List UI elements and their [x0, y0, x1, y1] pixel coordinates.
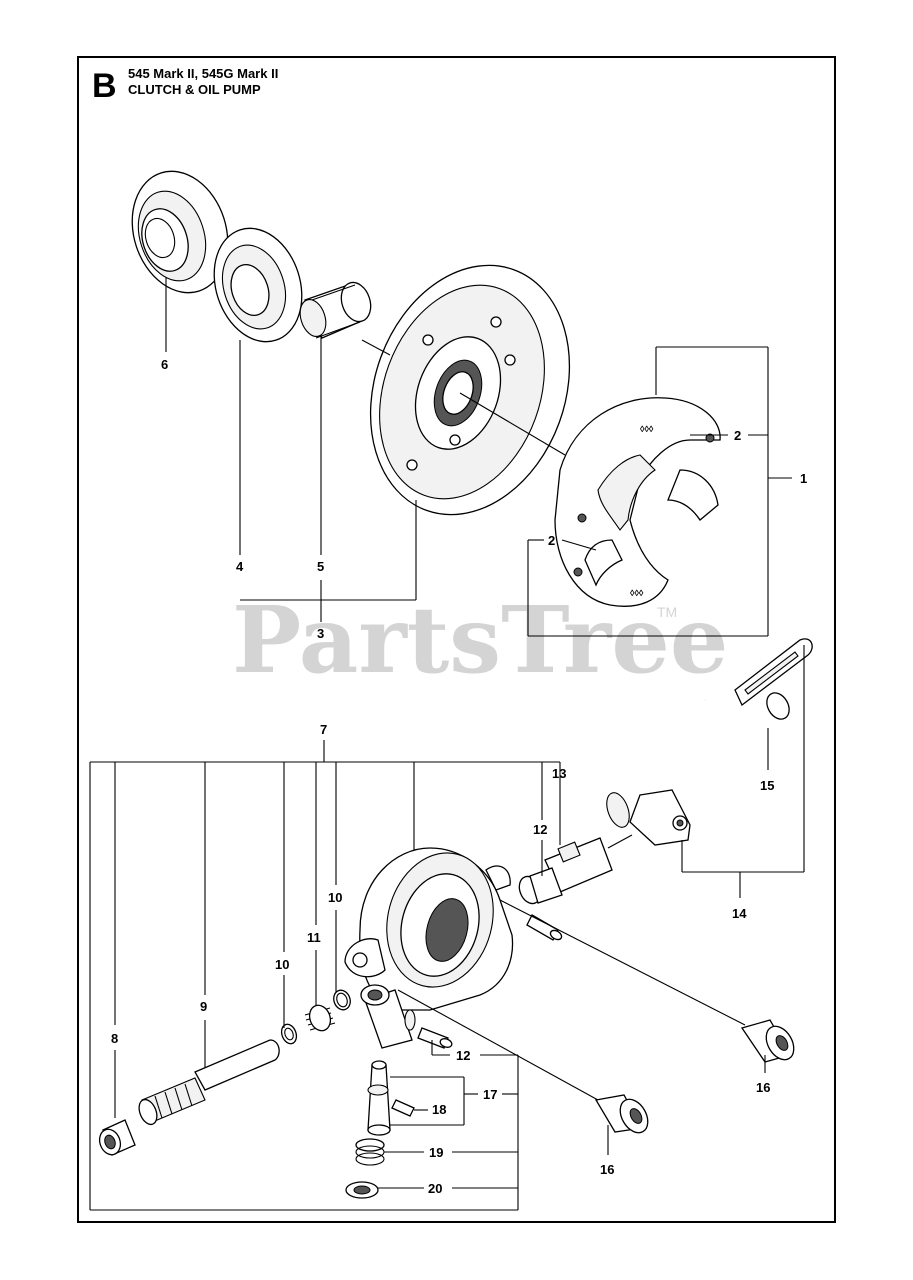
part-10-oring-right[interactable]: [331, 988, 353, 1012]
part-8-plug[interactable]: [96, 1119, 136, 1158]
part-16-screw-right[interactable]: [740, 1019, 799, 1065]
callout-6[interactable]: 6: [161, 357, 168, 372]
part-3-clutch-drum[interactable]: [337, 237, 603, 543]
callout-14[interactable]: 14: [732, 906, 747, 921]
callout-19[interactable]: 19: [429, 1145, 443, 1160]
part-5-needle-bearing[interactable]: [296, 279, 376, 340]
part-6-rim[interactable]: [117, 159, 243, 305]
part-7-oil-pump-housing[interactable]: [344, 841, 514, 1049]
model-line: 545 Mark II, 545G Mark II: [128, 66, 278, 81]
callout-12-upper[interactable]: 12: [533, 822, 547, 837]
lower-leader-lines: [89, 645, 805, 1211]
part-1-clutch-assembly[interactable]: ◊◊◊ ◊◊◊: [554, 397, 721, 607]
svg-text:◊◊◊: ◊◊◊: [630, 588, 644, 598]
callout-2-lower[interactable]: 2: [548, 533, 555, 548]
part-17-valve[interactable]: [367, 1060, 391, 1136]
callout-10-right[interactable]: 10: [328, 890, 342, 905]
callout-13[interactable]: 13: [552, 766, 566, 781]
callout-5[interactable]: 5: [317, 559, 324, 574]
callout-17[interactable]: 17: [483, 1087, 497, 1102]
callout-4[interactable]: 4: [236, 559, 244, 574]
part-20-seal[interactable]: [345, 1181, 379, 1199]
part-16-screw-lower[interactable]: [594, 1094, 653, 1137]
watermark-text: PartsTree: [232, 586, 728, 694]
section-letter: B: [92, 67, 117, 105]
part-18-pin[interactable]: [391, 1099, 415, 1117]
callout-1[interactable]: 1: [800, 471, 807, 486]
callout-9[interactable]: 9: [200, 999, 207, 1014]
part-19-spring[interactable]: [355, 1138, 385, 1166]
diagram-border: [77, 56, 836, 1223]
callout-16-right[interactable]: 16: [756, 1080, 770, 1095]
svg-text:◊◊◊: ◊◊◊: [640, 424, 654, 434]
part-9-pump-plunger[interactable]: [136, 1039, 280, 1127]
part-11-spring[interactable]: [304, 1002, 336, 1033]
callout-15[interactable]: 15: [760, 778, 774, 793]
callout-3[interactable]: 3: [317, 626, 324, 641]
callout-11[interactable]: 11: [307, 930, 321, 945]
part-12-pin-upper[interactable]: [526, 914, 563, 941]
callout-2-upper[interactable]: 2: [734, 428, 741, 443]
callout-7[interactable]: 7: [320, 722, 327, 737]
watermark-tm: TM: [657, 604, 677, 620]
callout-20[interactable]: 20: [428, 1181, 442, 1196]
callout-8[interactable]: 8: [111, 1031, 118, 1046]
upper-leader-lines: [165, 277, 792, 637]
part-12-pin-lower[interactable]: [417, 1027, 453, 1049]
part-15-oil-hose[interactable]: [602, 638, 813, 846]
callout-16-lower[interactable]: 16: [600, 1162, 614, 1177]
part-4-sprocket[interactable]: [200, 217, 316, 353]
callout-10-left[interactable]: 10: [275, 957, 289, 972]
part-13-pump-coupling[interactable]: [515, 837, 613, 907]
callout-12-lower[interactable]: 12: [456, 1048, 470, 1063]
diagram-title: CLUTCH & OIL PUMP: [128, 82, 261, 97]
callout-18[interactable]: 18: [432, 1102, 446, 1117]
part-10-oring-left[interactable]: [279, 1022, 299, 1046]
